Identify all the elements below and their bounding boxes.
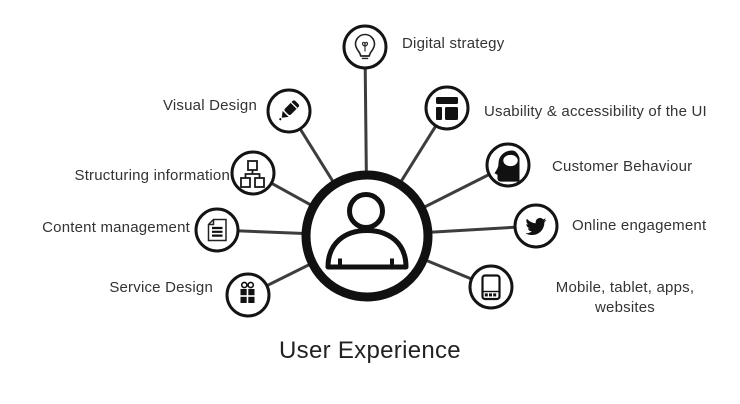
label-structuring-information: Structuring information <box>74 167 230 184</box>
lightbulb-icon <box>354 33 376 60</box>
layout-wireframe-icon <box>436 97 458 120</box>
label-content-management: Content management <box>42 219 190 236</box>
document-icon <box>207 218 227 242</box>
label-service-design: Service Design <box>109 279 213 296</box>
label-visual-design: Visual Design <box>162 97 257 114</box>
node-circle-service-design <box>225 272 271 318</box>
node-circle-mobile-tablet <box>468 264 514 310</box>
mobile-phone-icon <box>481 274 501 301</box>
node-circle-content-management <box>194 207 240 253</box>
person-icon <box>325 192 409 270</box>
sitemap-icon <box>240 160 265 188</box>
head-brain-icon <box>494 150 520 182</box>
diagram-title: User Experience <box>279 337 461 364</box>
label-usability: Usability & accessibility of the UI <box>484 103 707 120</box>
gift-icon <box>240 281 255 303</box>
label-online-engagement: Online engagement <box>572 217 707 234</box>
twitter-bird-icon <box>525 217 547 236</box>
label-customer-behaviour: Customer Behaviour <box>552 158 693 175</box>
pencil-icon <box>279 100 300 121</box>
label-digital-strategy: Digital strategy <box>402 35 505 52</box>
label-mobile-tablet: Mobile, tablet, apps, websites <box>555 279 695 316</box>
